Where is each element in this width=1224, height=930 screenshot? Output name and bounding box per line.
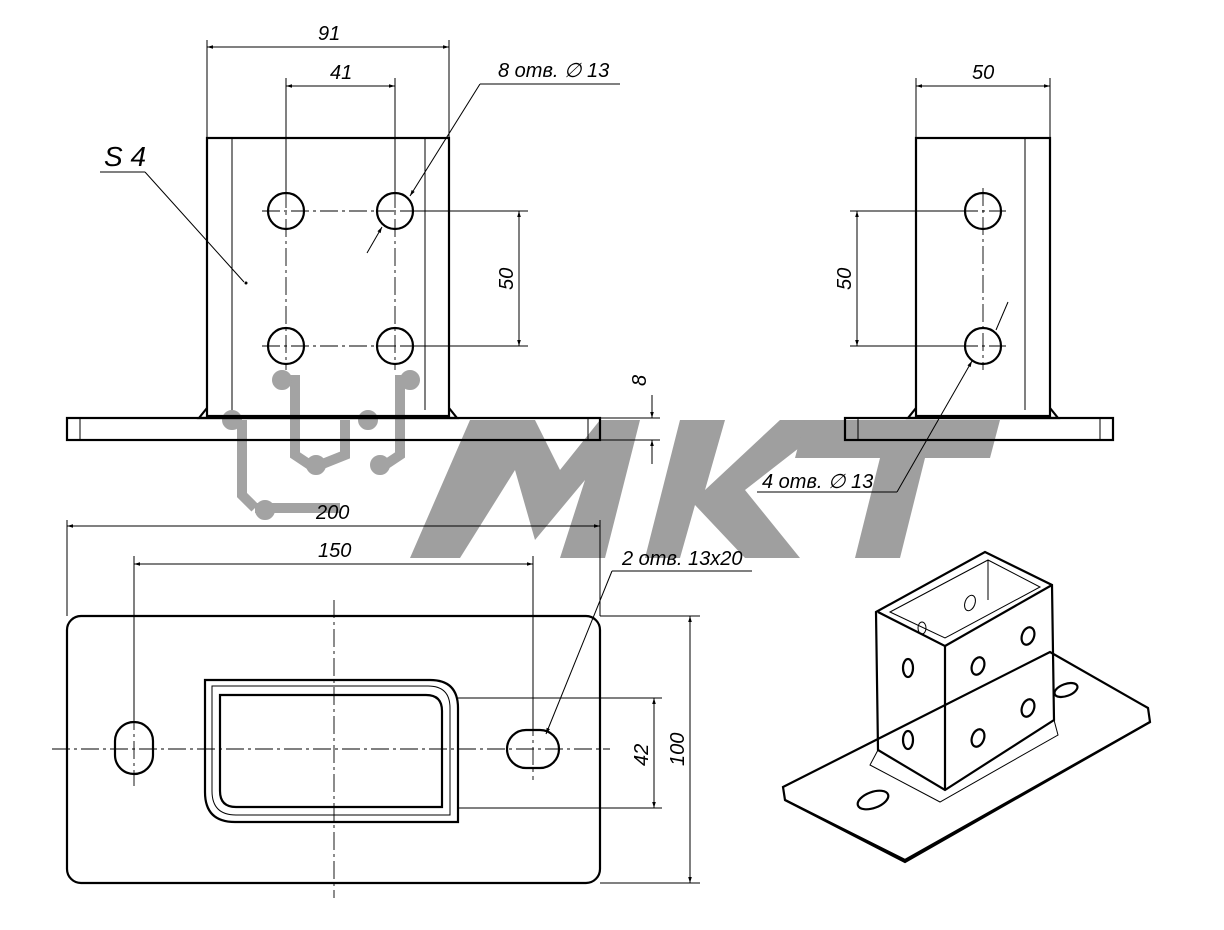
dim-41: 41 bbox=[330, 62, 352, 84]
dim-plate-thickness: 8 bbox=[629, 375, 651, 386]
front-dimensions: 91 41 8 отв. ∅ 13 50 S 4 8 bbox=[100, 23, 660, 464]
dim-front-50: 50 bbox=[496, 268, 518, 290]
top-dimensions: 200 150 2 отв. 13х20 42 100 bbox=[66, 502, 752, 884]
dim-side-50: 50 bbox=[972, 62, 994, 84]
isometric-view bbox=[781, 550, 1152, 864]
dim-100: 100 bbox=[667, 733, 689, 766]
front-holes bbox=[266, 191, 415, 366]
dim-side-vertical-50: 50 bbox=[834, 268, 856, 290]
dim-91: 91 bbox=[318, 23, 340, 45]
dim-front-holes: 8 отв. ∅ 13 bbox=[498, 60, 609, 82]
front-view bbox=[65, 136, 602, 442]
watermark bbox=[222, 370, 1000, 558]
iso-holes bbox=[901, 594, 1036, 751]
dim-side-holes: 4 отв. ∅ 13 bbox=[762, 471, 873, 493]
watermark-text bbox=[410, 420, 1000, 558]
dim-150: 150 bbox=[318, 540, 351, 562]
material-thickness-label: S 4 bbox=[104, 141, 146, 172]
top-view bbox=[52, 600, 610, 898]
dim-200: 200 bbox=[315, 502, 349, 524]
side-dimensions: 50 50 4 отв. ∅ 13 bbox=[757, 62, 1051, 493]
watermark-logo-icon bbox=[222, 370, 420, 520]
side-view bbox=[843, 136, 1115, 442]
dim-42: 42 bbox=[631, 744, 653, 766]
dim-slots: 2 отв. 13х20 bbox=[621, 548, 743, 570]
